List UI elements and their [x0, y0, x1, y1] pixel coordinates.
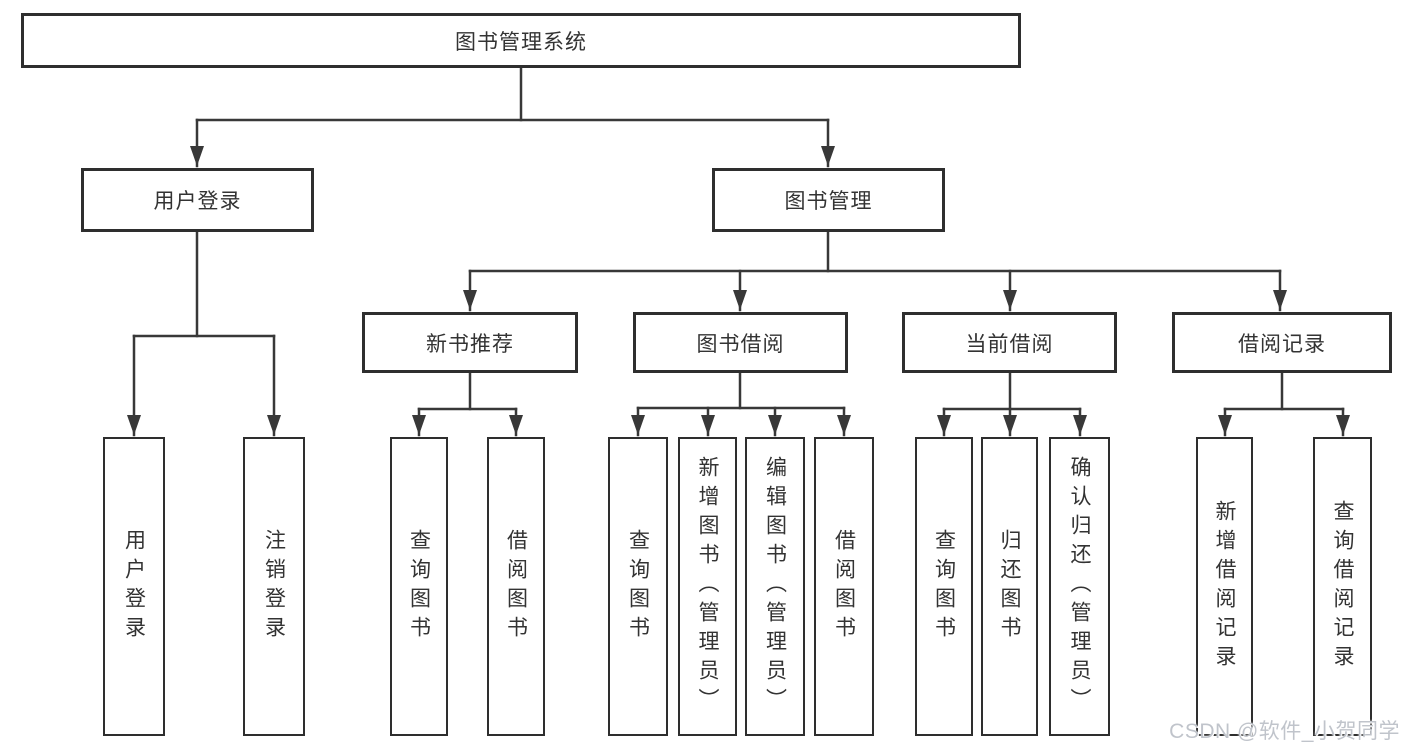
- csdn-watermark: CSDN @软件_小贺同学: [1169, 720, 1400, 743]
- leaf-add-borrow-record: 新增借阅记录: [1196, 437, 1253, 736]
- node-new-book-recommend-label: 新书推荐: [426, 332, 514, 356]
- leaf-query-books-recommend-label: 查询图书: [407, 528, 431, 645]
- node-borrow-records: 借阅记录: [1172, 312, 1392, 373]
- leaf-user-login: 用户登录: [103, 437, 165, 736]
- leaf-return-books: 归还图书: [981, 437, 1038, 736]
- leaf-edit-book-admin: 编辑图书（管理员）: [745, 437, 805, 736]
- node-borrow-records-label: 借阅记录: [1238, 332, 1326, 356]
- leaf-return-books-label: 归还图书: [998, 528, 1021, 645]
- leaf-query-books-recommend: 查询图书: [390, 437, 448, 736]
- leaf-user-login-label: 用户登录: [122, 528, 146, 645]
- node-book-borrow-label: 图书借阅: [696, 332, 785, 356]
- leaf-borrow-books-recommend: 借阅图书: [487, 437, 545, 736]
- node-book-management: 图书管理: [712, 168, 945, 232]
- leaf-query-books-current-label: 查询图书: [932, 528, 956, 645]
- node-root-system-label: 图书管理系统: [455, 30, 587, 54]
- leaf-query-books-current: 查询图书: [915, 437, 973, 736]
- leaf-add-book-admin: 新增图书（管理员）: [678, 437, 737, 736]
- leaf-query-books-borrow-label: 查询图书: [626, 528, 650, 645]
- node-current-borrow: 当前借阅: [902, 312, 1117, 373]
- node-user-login: 用户登录: [81, 168, 314, 232]
- leaf-confirm-return-admin: 确认归还（管理员）: [1049, 437, 1110, 736]
- leaf-logout-label: 注销登录: [262, 528, 286, 645]
- leaf-confirm-return-admin-label: 确认归还（管理员）: [1068, 456, 1091, 717]
- leaf-logout: 注销登录: [243, 437, 305, 736]
- node-book-management-label: 图书管理: [784, 190, 873, 213]
- leaf-add-borrow-record-label: 新增借阅记录: [1213, 499, 1236, 674]
- leaf-query-borrow-record-label: 查询借阅记录: [1331, 499, 1354, 674]
- node-book-borrow: 图书借阅: [633, 312, 848, 373]
- leaf-edit-book-admin-label: 编辑图书（管理员）: [763, 456, 787, 717]
- node-root-system: 图书管理系统: [21, 13, 1021, 68]
- node-current-borrow-label: 当前借阅: [965, 332, 1054, 356]
- leaf-add-book-admin-label: 新增图书（管理员）: [696, 456, 719, 717]
- leaf-query-books-borrow: 查询图书: [608, 437, 668, 736]
- node-new-book-recommend: 新书推荐: [362, 312, 578, 373]
- leaf-query-borrow-record: 查询借阅记录: [1313, 437, 1372, 736]
- leaf-borrow-books-recommend-label: 借阅图书: [504, 528, 528, 645]
- leaf-borrow-books-borrow-label: 借阅图书: [832, 528, 856, 645]
- node-user-login-label: 用户登录: [153, 190, 242, 213]
- leaf-borrow-books-borrow: 借阅图书: [814, 437, 874, 736]
- connector-group: [127, 66, 1350, 437]
